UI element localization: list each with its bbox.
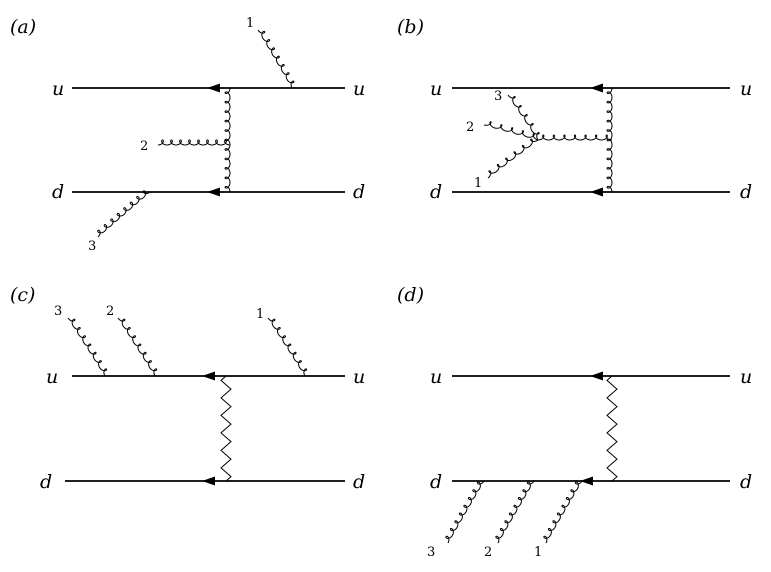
panel-d-gluon-3-label: 3 xyxy=(427,545,435,560)
panel-c: (c) u u d d 3 2 1 xyxy=(10,284,365,493)
panel-d-gluon-1-label: 1 xyxy=(534,545,542,560)
panel-a-gluon-2 xyxy=(157,139,231,146)
panel-b-bottom-left-label: d xyxy=(430,181,442,203)
panel-a-top-arrow xyxy=(207,83,220,93)
panel-d-gluon-2 xyxy=(495,480,535,544)
panel-a-gluon-3-label: 3 xyxy=(88,239,96,254)
panel-a-label: (a) xyxy=(10,16,36,38)
panel-c-top-arrow xyxy=(202,371,215,381)
panel-b-gluon-1 xyxy=(487,138,539,179)
panel-b-gluon-2-label: 2 xyxy=(466,120,474,135)
panel-c-gluon-2 xyxy=(117,317,158,377)
panel-d-label: (d) xyxy=(397,284,424,306)
panel-a-gluon-1-label: 1 xyxy=(246,16,254,31)
panel-d-top-left-label: u xyxy=(430,366,442,388)
panel-a-bottom-right-label: d xyxy=(353,181,365,203)
panel-b-gluon-3 xyxy=(507,94,540,141)
panel-d-bottom-left-label: d xyxy=(430,471,442,493)
panel-b-top-arrow xyxy=(590,83,603,93)
panel-b-top-left-label: u xyxy=(430,78,442,100)
panel-d-bottom-arrow xyxy=(580,476,593,486)
panel-c-bottom-arrow xyxy=(202,476,215,486)
panel-b-bottom-arrow xyxy=(590,187,603,197)
panel-b-gluon-1-label: 1 xyxy=(474,176,482,191)
panel-b-gluon-3-label: 3 xyxy=(494,89,502,104)
panel-c-gluon-1 xyxy=(267,317,308,377)
panel-a-gluon-3 xyxy=(97,190,151,238)
panel-b-gluon-2 xyxy=(483,121,539,141)
panel-d-gluon-2-label: 2 xyxy=(484,545,492,560)
panel-b-connecting-gluon xyxy=(537,134,613,141)
panel-c-bottom-right-label: d xyxy=(353,471,365,493)
panel-c-label: (c) xyxy=(10,284,35,306)
panel-c-top-left-label: u xyxy=(46,366,58,388)
panel-d-gluon-1 xyxy=(543,480,583,544)
panel-d-gluon-3 xyxy=(445,480,485,544)
panel-a-gluon-1 xyxy=(257,29,295,89)
panel-a-bottom-arrow xyxy=(207,187,220,197)
panel-c-gluon-3-label: 3 xyxy=(54,304,62,319)
panel-a-bottom-left-label: d xyxy=(52,181,64,203)
panel-b-exchange-gluon xyxy=(606,87,613,193)
panel-d-bottom-right-label: d xyxy=(740,471,752,493)
panel-c-exchange-boson xyxy=(220,375,232,482)
panel-b-label: (b) xyxy=(397,16,424,38)
panel-a-top-right-label: u xyxy=(353,78,365,100)
panel-d-top-arrow xyxy=(590,371,603,381)
panel-c-top-right-label: u xyxy=(353,366,365,388)
panel-b-bottom-right-label: d xyxy=(740,181,752,203)
panel-c-bottom-left-label: d xyxy=(40,471,52,493)
panel-d-exchange-boson xyxy=(606,375,618,482)
panel-a-top-left-label: u xyxy=(52,78,64,100)
panel-d: (d) u u d d 3 2 1 xyxy=(397,284,752,560)
panel-c-gluon-2-label: 2 xyxy=(106,304,114,319)
panel-c-gluon-1-label: 1 xyxy=(256,307,264,322)
panel-b: (b) u u d d 3 2 1 xyxy=(397,16,752,203)
panel-b-top-right-label: u xyxy=(740,78,752,100)
panel-c-gluon-3 xyxy=(67,317,108,377)
panel-d-top-right-label: u xyxy=(740,366,752,388)
panel-a-gluon-2-label: 2 xyxy=(140,139,148,154)
panel-a: (a) u u d d 1 2 3 xyxy=(10,16,365,254)
